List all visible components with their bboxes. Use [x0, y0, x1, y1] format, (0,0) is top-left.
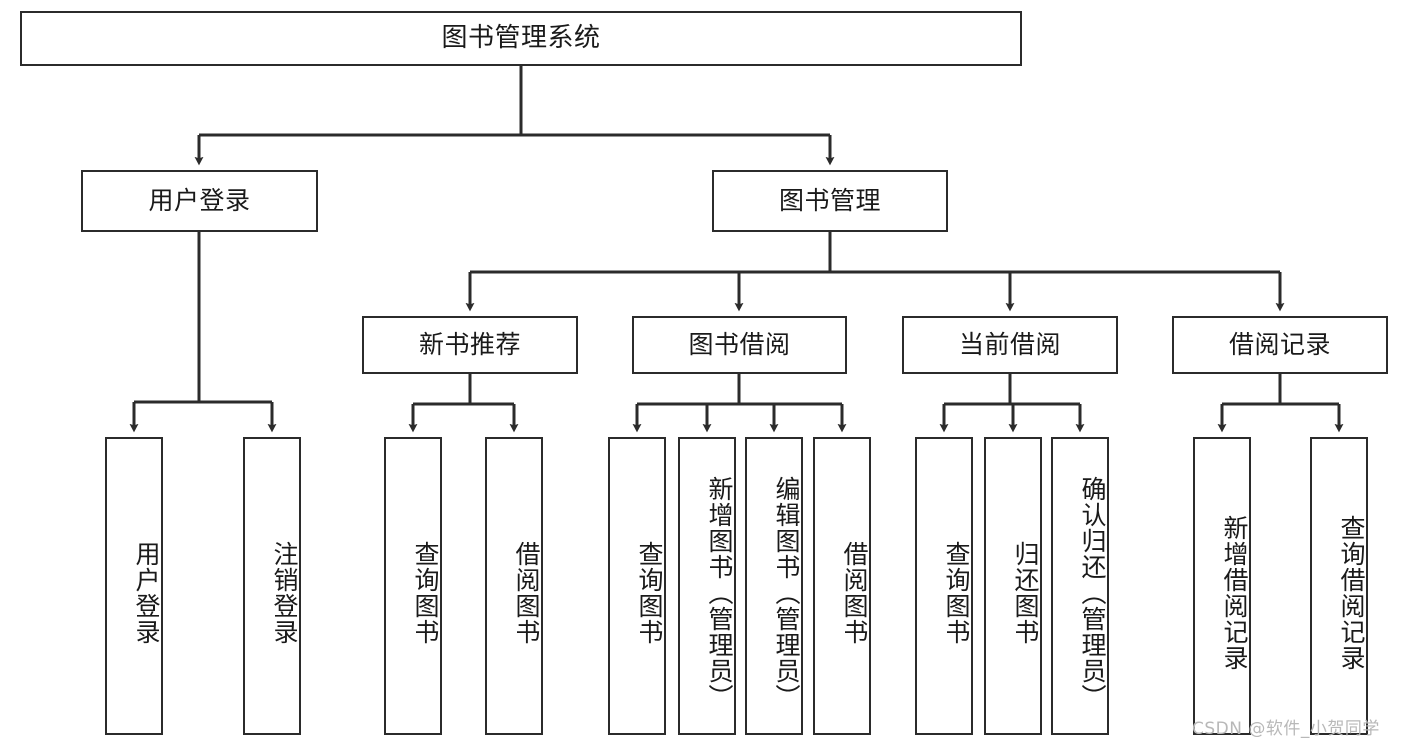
node-label: 确认归还（管理员） [1078, 476, 1107, 710]
node-label: 图书管理 [778, 186, 881, 216]
leaf-add-borrow-record[interactable]: 新增借阅记录 [1193, 437, 1251, 735]
leaf-borrow-book[interactable]: 借阅图书 [813, 437, 871, 735]
node-borrow-record[interactable]: 借阅记录 [1172, 316, 1388, 374]
leaf-query-book-current[interactable]: 查询图书 [915, 437, 973, 735]
leaf-query-book-recommend[interactable]: 查询图书 [384, 437, 442, 735]
leaf-edit-book-admin[interactable]: 编辑图书（管理员） [745, 437, 803, 735]
node-label: 用户登录 [148, 186, 251, 216]
node-label: 借阅图书 [512, 541, 541, 645]
node-label: 新书推荐 [418, 330, 521, 360]
node-book-management[interactable]: 图书管理 [712, 170, 948, 232]
node-label: 查询图书 [635, 541, 664, 645]
leaf-add-book-admin[interactable]: 新增图书（管理员） [678, 437, 736, 735]
node-new-book-recommend[interactable]: 新书推荐 [362, 316, 578, 374]
leaf-query-book-borrow[interactable]: 查询图书 [608, 437, 666, 735]
leaf-logout-login[interactable]: 注销登录 [243, 437, 301, 735]
leaf-confirm-return-admin[interactable]: 确认归还（管理员） [1051, 437, 1109, 735]
node-current-borrow[interactable]: 当前借阅 [902, 316, 1118, 374]
node-label: 查询图书 [942, 541, 971, 645]
node-label: 归还图书 [1011, 541, 1040, 645]
leaf-query-borrow-record[interactable]: 查询借阅记录 [1310, 437, 1368, 735]
leaf-borrow-book-recommend[interactable]: 借阅图书 [485, 437, 543, 735]
leaf-user-login[interactable]: 用户登录 [105, 437, 163, 735]
node-label: 借阅记录 [1228, 330, 1331, 360]
node-label: 新增图书（管理员） [705, 476, 734, 710]
node-label: 借阅图书 [840, 541, 869, 645]
node-label: 查询图书 [411, 541, 440, 645]
node-label: 新增借阅记录 [1220, 515, 1249, 671]
node-label: 图书借阅 [688, 330, 791, 360]
node-root-book-management-system[interactable]: 图书管理系统 [20, 11, 1022, 66]
node-label: 编辑图书（管理员） [772, 476, 801, 710]
node-label: 查询借阅记录 [1337, 515, 1366, 671]
leaf-return-book[interactable]: 归还图书 [984, 437, 1042, 735]
node-label: 注销登录 [270, 541, 299, 645]
node-book-borrow[interactable]: 图书借阅 [632, 316, 847, 374]
node-label: 用户登录 [132, 541, 161, 645]
node-user-login[interactable]: 用户登录 [81, 170, 318, 232]
node-label: 当前借阅 [958, 330, 1061, 360]
node-label: 图书管理系统 [441, 23, 601, 54]
